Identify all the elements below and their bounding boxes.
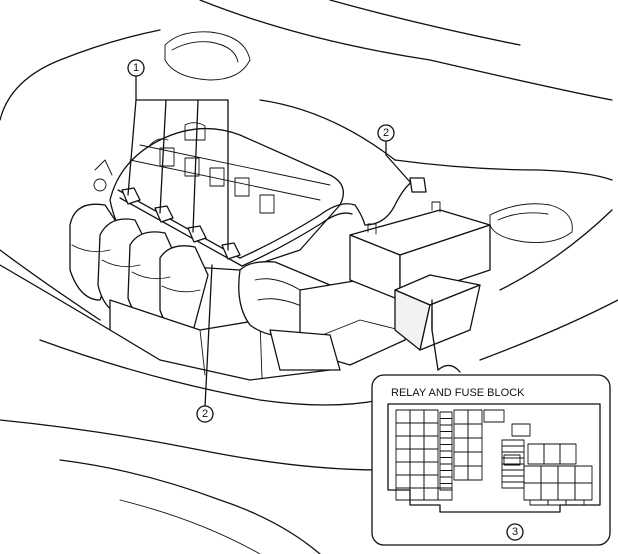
relay-cell xyxy=(559,443,577,465)
fuse-cell xyxy=(503,454,521,466)
relay-cell xyxy=(483,409,505,423)
leader-lines xyxy=(127,74,516,526)
fuse-grid xyxy=(395,409,593,506)
engine-block xyxy=(69,122,411,381)
callout-2-bottom-marker: 2 xyxy=(196,405,214,423)
callout-3-label: 3 xyxy=(512,526,518,538)
injector-harness xyxy=(117,177,427,267)
relay-cell xyxy=(467,465,483,481)
relay-cell xyxy=(511,423,531,437)
fuse-cell xyxy=(565,499,585,506)
callout-2-bottom-label: 2 xyxy=(202,408,208,420)
fuse-cell xyxy=(439,483,453,491)
fuse-cell xyxy=(437,487,453,501)
inset-title: RELAY AND FUSE BLOCK xyxy=(391,387,525,399)
callout-2-top-label: 2 xyxy=(383,127,389,139)
relay-fuse-block-location xyxy=(394,274,481,351)
inset-panel: RELAY AND FUSE BLOCK 3 xyxy=(371,374,611,546)
callout-1-label: 1 xyxy=(133,62,139,74)
callout-1-marker: 1 xyxy=(127,59,145,77)
callout-2-top-marker: 2 xyxy=(377,124,395,142)
